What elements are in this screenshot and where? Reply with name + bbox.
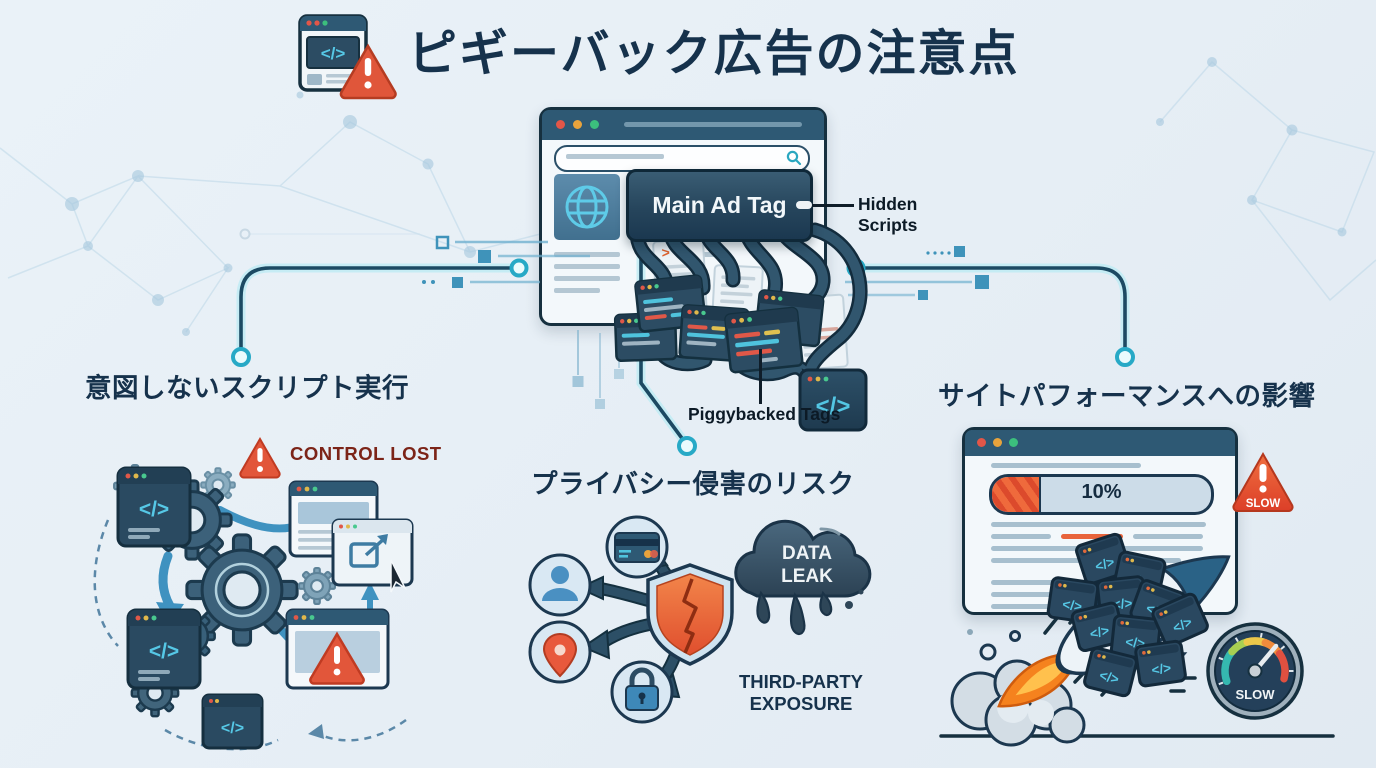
broken-shield-icon: [646, 563, 734, 666]
svg-text:</>: </>: [221, 720, 244, 737]
code-window-icon: </>: [116, 466, 192, 548]
code-window-icon: </>: [126, 608, 202, 690]
warning-triangle-icon: [309, 631, 365, 685]
hidden-scripts-label: Hidden Scripts: [858, 194, 918, 235]
right-section-title: サイトパフォーマンスへの影響: [938, 381, 1316, 411]
unintended-scripts-illustration: </>: [93, 464, 414, 751]
cursor-icon: [390, 559, 407, 593]
location-pin-icon: [528, 620, 592, 684]
cloud-drips: [756, 590, 833, 636]
svg-text:</>: </>: [1088, 623, 1111, 642]
svg-text:</>: </>: [1098, 668, 1121, 687]
slow-triangle-label: SLOW: [1246, 498, 1281, 510]
gauge-slow-label: SLOW: [1236, 687, 1276, 702]
traffic-light-green: [590, 120, 599, 129]
search-icon: [786, 150, 802, 166]
control-lost-label: CONTROL LOST: [290, 443, 442, 464]
hidden-scripts-callout-line: [806, 204, 854, 207]
piggybacked-callout-line: [759, 349, 762, 404]
traffic-light-orange: [573, 120, 582, 129]
personal-data-icons: [528, 515, 674, 724]
credit-card-icon: [605, 515, 669, 579]
browser-title-bar: [965, 430, 1235, 456]
code-tag-pile: </> </> </> </> </> </> </> </> </> </>: [1046, 532, 1209, 698]
lock-icon: [610, 660, 674, 724]
person-icon: [528, 553, 592, 617]
dashed-flow-arcs: [93, 519, 407, 751]
heavy-rocket-illustration: </> </> </> </> </> </> </> </> </> </>: [939, 532, 1335, 747]
title-bar-line: [624, 122, 802, 127]
speedometer-icon: SLOW: [1206, 622, 1304, 720]
title-code-warning-icon: </>: [298, 14, 397, 100]
left-section-title: 意図しないスクリプト実行: [85, 373, 409, 403]
search-bar: [554, 145, 810, 172]
globe-tile: [554, 174, 620, 240]
svg-text:</>: </>: [1093, 554, 1116, 574]
highlighted-text-line: [1061, 534, 1123, 539]
svg-text:</>: </>: [139, 498, 169, 521]
data-leak-cloud: DATA LEAK: [734, 519, 872, 636]
external-link-icon: [349, 534, 388, 568]
gear-icons: [113, 464, 337, 718]
svg-text:</>: </>: [1151, 660, 1173, 678]
external-link-browser-icon: [331, 518, 414, 593]
slow-warning-triangle: SLOW: [1232, 451, 1294, 513]
search-placeholder-line: [566, 154, 664, 159]
control-lost-warning-icon: [239, 436, 281, 479]
warning-browser-icon: [285, 608, 390, 690]
loading-progress-bar: 10%: [989, 474, 1214, 515]
third-party-exposure-label-2: EXPOSURE: [750, 693, 853, 714]
browser-title-bar: [542, 110, 824, 140]
data-leak-label-2: LEAK: [781, 566, 833, 587]
traffic-light-red: [556, 120, 565, 129]
svg-text:</>: </>: [816, 393, 851, 420]
svg-text:</>: </>: [149, 640, 179, 663]
progress-percent: 10%: [1081, 481, 1122, 503]
rocket-flame-icon: [997, 654, 1071, 708]
third-party-exposure-label-1: THIRD-PARTY: [739, 671, 864, 692]
code-glyph: </>: [321, 44, 346, 63]
globe-icon: [565, 185, 609, 229]
privacy-risk-illustration: DATA LEAK: [528, 515, 872, 724]
piggybacked-tags-label: Piggybacked Tags: [688, 404, 841, 424]
svg-text:</>: </>: [1170, 614, 1194, 636]
piggybacked-scripts-tangle: > >: [613, 220, 868, 432]
warning-triangle-icon: [339, 43, 397, 100]
code-window-icon: </>: [201, 693, 264, 750]
page-title: ピギーバック広告の注意点: [408, 27, 1020, 81]
code-tag-icon: </>: [798, 368, 868, 432]
main-ad-tag-button: Main Ad Tag: [626, 169, 813, 242]
middle-section-title: プライバシー侵害のリスク: [531, 469, 855, 499]
progress-fill: [992, 477, 1041, 512]
data-leak-label-1: DATA: [782, 543, 832, 564]
